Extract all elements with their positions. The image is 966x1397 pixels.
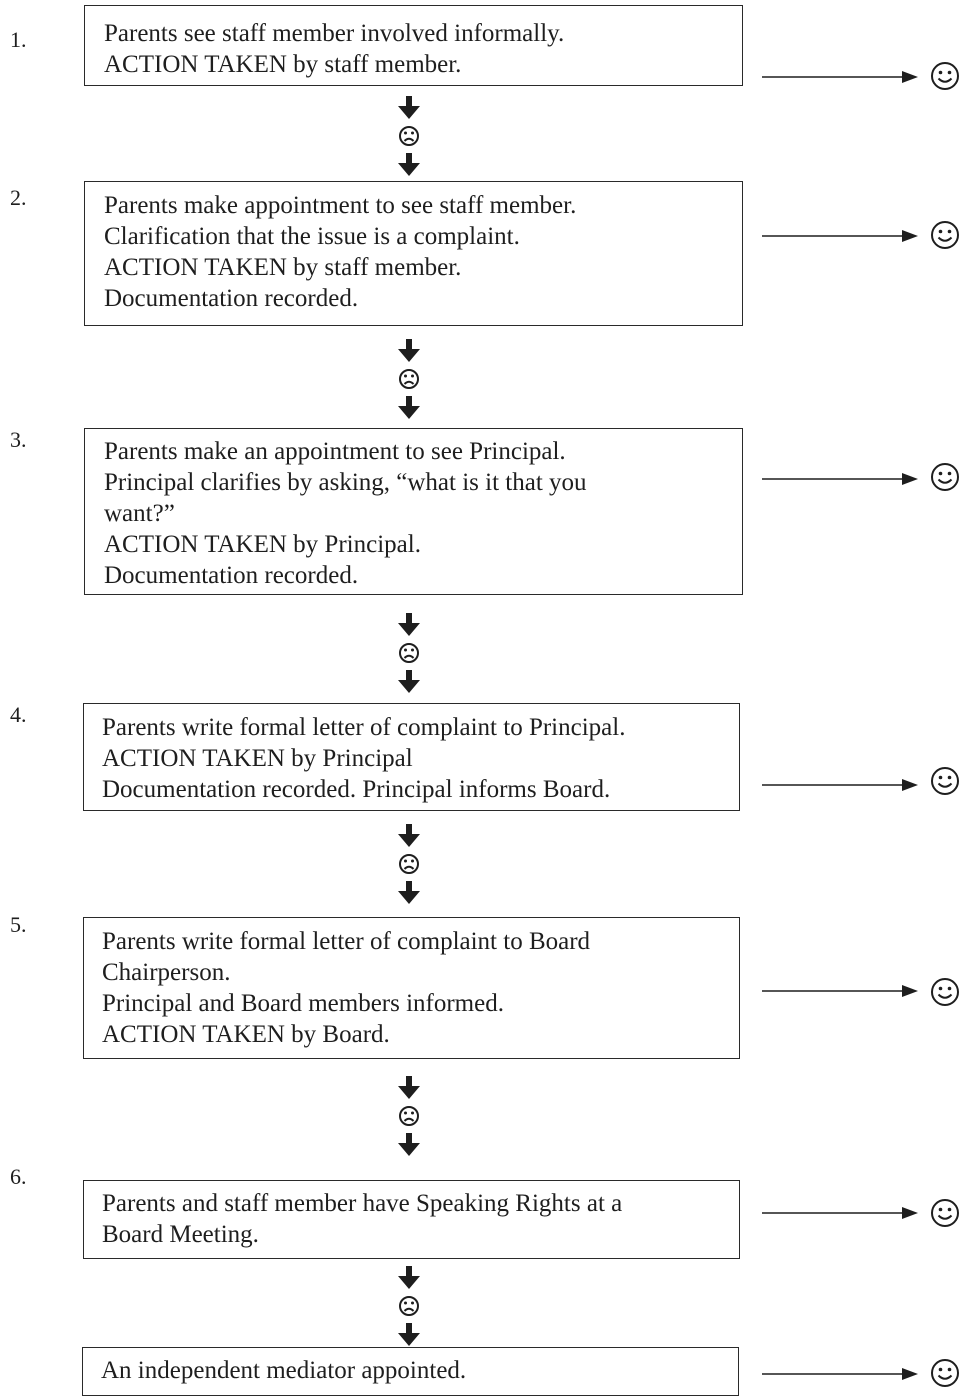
step-line: Parents see staff member involved inform… [104, 20, 565, 47]
frowning-face-icon [399, 854, 419, 874]
connector-4-5 [396, 823, 422, 905]
step-line: An independent mediator appointed. [101, 1357, 467, 1384]
down-arrow-icon [398, 670, 420, 693]
down-arrow-icon [398, 613, 420, 636]
step-line: Clarification that the issue is a compla… [104, 223, 520, 250]
step-line: ACTION TAKEN by Board. [102, 1021, 390, 1048]
step-box-3: Parents make an appointment to see Princ… [84, 428, 743, 595]
connector-1-2 [396, 95, 422, 177]
step-line: Documentation recorded. [104, 285, 359, 312]
step-box-4: Parents write formal letter of complaint… [83, 703, 740, 811]
right-arrow-icon [762, 778, 918, 791]
step-box-1: Parents see staff member involved inform… [84, 5, 743, 86]
step-box-6: Parents and staff member have Speaking R… [83, 1180, 740, 1259]
right-arrow-icon [762, 229, 918, 242]
smiling-face-icon [930, 977, 960, 1007]
step-line: Parents write formal letter of complaint… [102, 928, 591, 955]
step-line: ACTION TAKEN by Principal. [104, 531, 421, 558]
step-box-mediator: An independent mediator appointed. [82, 1347, 739, 1396]
connector-5-6 [396, 1075, 422, 1157]
step-number: 6. [10, 1164, 27, 1189]
step-box-2: Parents make appointment to see staff me… [84, 181, 743, 326]
step-line: Principal clarifies by asking, “what is … [104, 469, 587, 496]
step-number: 5. [10, 912, 27, 937]
smiling-face-icon [930, 1198, 960, 1228]
right-arrow-icon [762, 472, 918, 485]
frowning-face-icon [399, 126, 419, 146]
step-line: Parents make an appointment to see Princ… [104, 438, 566, 465]
smiling-face-icon [930, 766, 960, 796]
frowning-face-icon [399, 643, 419, 663]
step-number: 2. [10, 185, 27, 210]
down-arrow-icon [398, 1076, 420, 1099]
step-line: ACTION TAKEN by staff member. [104, 254, 462, 281]
down-arrow-icon [398, 881, 420, 904]
down-arrow-icon [398, 339, 420, 362]
step-line: Documentation recorded. Principal inform… [102, 776, 611, 803]
step-line: Parents make appointment to see staff me… [104, 192, 577, 219]
down-arrow-icon [398, 153, 420, 176]
down-arrow-icon [398, 1323, 420, 1346]
step-line: Parents write formal letter of complaint… [102, 714, 626, 741]
frowning-face-icon [399, 1296, 419, 1316]
down-arrow-icon [398, 824, 420, 847]
right-arrow-icon [762, 1367, 918, 1380]
step-line: ACTION TAKEN by Principal [102, 745, 413, 772]
right-arrow-icon [762, 984, 918, 997]
smiling-face-icon [930, 61, 960, 91]
frowning-face-icon [399, 369, 419, 389]
smiling-face-icon [930, 462, 960, 492]
down-arrow-icon [398, 396, 420, 419]
step-line: Documentation recorded. [104, 562, 359, 589]
step-line: Parents and staff member have Speaking R… [102, 1190, 623, 1217]
smiling-face-icon [930, 1358, 960, 1388]
down-arrow-icon [398, 1133, 420, 1156]
step-line: want?” [104, 500, 175, 527]
step-line: Board Meeting. [102, 1221, 259, 1248]
step-box-5: Parents write formal letter of complaint… [83, 917, 740, 1059]
smiling-face-icon [930, 220, 960, 250]
step-line: ACTION TAKEN by staff member. [104, 51, 462, 78]
down-arrow-icon [398, 96, 420, 119]
right-arrow-icon [762, 70, 918, 83]
down-arrow-icon [398, 1266, 420, 1289]
frowning-face-icon [399, 1106, 419, 1126]
connector-2-3 [396, 338, 422, 420]
step-number: 4. [10, 702, 27, 727]
step-number: 3. [10, 427, 27, 452]
step-line: Principal and Board members informed. [102, 990, 504, 1017]
step-number: 1. [10, 27, 27, 52]
step-line: Chairperson. [102, 959, 231, 986]
connector-3-4 [396, 612, 422, 694]
right-arrow-icon [762, 1206, 918, 1219]
connector-6-mediator [396, 1265, 422, 1347]
